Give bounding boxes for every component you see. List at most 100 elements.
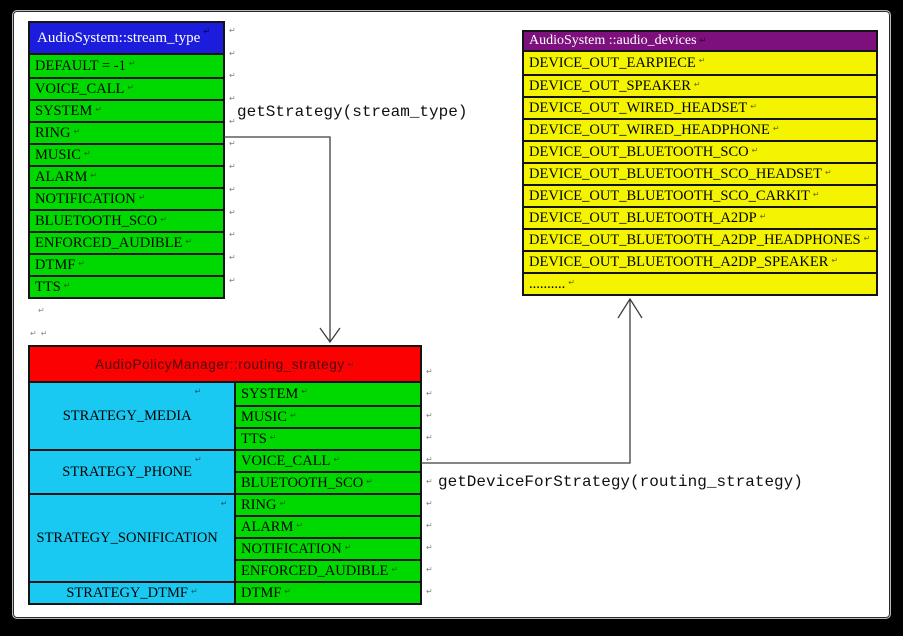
routing-strategy-table-header: AudioPolicyManager::routing_strategy ↵ — [30, 347, 420, 383]
stream-cell: NOTIFICATION↵ — [236, 537, 420, 559]
audio-device-row: DEVICE_OUT_WIRED_HEADPHONE↵ — [524, 118, 876, 140]
stream-type-row: ALARM↵ — [30, 165, 223, 187]
audio-device-row: DEVICE_OUT_BLUETOOTH_A2DP_SPEAKER↵ — [524, 250, 876, 272]
row-label: DEFAULT = -1 — [35, 57, 126, 74]
audio-device-row: DEVICE_OUT_BLUETOOTH_SCO_CARKIT↵ — [524, 184, 876, 206]
row-label: VOICE_CALL — [35, 80, 125, 97]
stream-cell: VOICE_CALL↵ — [236, 449, 420, 471]
paragraph-mark: ↵ — [391, 565, 399, 574]
audio-device-row: DEVICE_OUT_BLUETOOTH_A2DP_HEADPHONES↵ — [524, 228, 876, 250]
strategy-cell: STRATEGY_SONIFICATION↵ — [30, 493, 234, 581]
audio-device-row: DEVICE_OUT_SPEAKER↵ — [524, 74, 876, 96]
row-label: DEVICE_OUT_BLUETOOTH_SCO — [529, 143, 749, 160]
strategy-cell: STRATEGY_DTMF↵ — [30, 581, 234, 603]
paragraph-mark: ↵ — [824, 168, 832, 177]
stream-type-row: RING↵ — [30, 121, 223, 143]
row-label: DEVICE_OUT_WIRED_HEADSET — [529, 99, 748, 116]
paragraph-mark: ↵ — [289, 411, 297, 420]
row-label: MUSIC — [35, 146, 81, 163]
stream-column: SYSTEM↵ MUSIC↵ TTS↵ VOICE_CALL↵ BLUETOOT… — [236, 383, 420, 603]
stream-label: BLUETOOTH_SCO — [241, 474, 364, 491]
stream-type-row: MUSIC↵ — [30, 143, 223, 165]
stream-cell: ALARM↵ — [236, 515, 420, 537]
cell-end-mark: ↵ — [229, 139, 236, 149]
paragraph-mark: ↵ — [772, 124, 780, 133]
paragraph-mark: ↵ — [90, 171, 98, 180]
stream-cell: DTMF↵ — [236, 581, 420, 603]
row-label: RING — [35, 124, 71, 141]
cell-end-mark: ↵ — [229, 252, 236, 262]
cell-end-mark: ↵ — [229, 71, 236, 81]
stream-label: DTMF — [241, 584, 282, 601]
stream-cell: TTS↵ — [236, 427, 420, 449]
row-label: NOTIFICATION — [35, 190, 136, 207]
stream-cell: BLUETOOTH_SCO↵ — [236, 471, 420, 493]
stream-type-row: SYSTEM↵ — [30, 99, 223, 121]
audio-device-row: DEVICE_OUT_EARPIECE↵ — [524, 52, 876, 74]
paragraph-mark: ↵ — [63, 281, 71, 290]
row-label: DEVICE_OUT_WIRED_HEADPHONE — [529, 121, 770, 138]
audio-devices-table-header: AudioSystem ::audio_devices ↵ — [524, 32, 876, 52]
paragraph-mark: ↵ — [301, 387, 308, 396]
paragraph-mark: ↵ — [73, 127, 81, 136]
row-label: DEVICE_OUT_EARPIECE — [529, 54, 696, 71]
strategy-label: STRATEGY_SONIFICATION — [36, 529, 218, 546]
cell-end-mark: ↵ — [426, 389, 433, 398]
paragraph-mark: ↵ — [194, 387, 202, 396]
cell-end-mark: ↵ — [229, 162, 236, 172]
strategy-cell: STRATEGY_MEDIA↵ — [30, 383, 234, 449]
audio-device-row: DEVICE_OUT_WIRED_HEADSET↵ — [524, 96, 876, 118]
paragraph-mark: ↵ — [759, 212, 767, 221]
cell-end-mark: ↵ — [426, 367, 433, 376]
cell-end-marks-column: ↵↵↵↵↵↵↵↵↵↵↵↵ — [229, 26, 236, 298]
row-label: ALARM — [35, 168, 88, 185]
cell-end-mark: ↵ — [426, 565, 433, 574]
row-label: DTMF — [35, 256, 76, 273]
cell-end-mark: ↵ — [426, 411, 433, 420]
audio-device-row: ..........↵ — [524, 272, 876, 294]
paragraph-mark: ↵ — [190, 587, 198, 596]
audio-devices-title: AudioSystem ::audio_devices — [529, 33, 697, 48]
paragraph-mark: ↵ — [160, 215, 167, 224]
routing-strategy-body: STRATEGY_MEDIA↵ STRATEGY_PHONE↵ STRATEGY… — [30, 383, 420, 603]
stream-label: VOICE_CALL — [241, 452, 331, 469]
stream-type-table-header: AudioSystem::stream_type ↵ — [30, 23, 223, 55]
paragraph-mark: ↵ — [366, 477, 373, 486]
row-label: DEVICE_OUT_BLUETOOTH_A2DP_SPEAKER — [529, 253, 829, 270]
cell-end-mark: ↵ — [229, 230, 236, 240]
stream-type-row: DEFAULT = -1↵ — [30, 55, 223, 77]
stream-type-row: ENFORCED_AUDIBLE↵ — [30, 231, 223, 253]
cell-end-mark: ↵ — [426, 477, 433, 486]
paragraph-mark: ↵ — [831, 256, 839, 265]
stream-type-row: DTMF↵ — [30, 253, 223, 275]
stream-type-row: BLUETOOTH_SCO↵ — [30, 209, 223, 231]
cell-end-mark: ↵ — [426, 499, 433, 508]
cell-end-mark: ↵ — [229, 116, 236, 126]
stream-cell: SYSTEM↵ — [236, 383, 420, 405]
paragraph-mark: ↵ — [698, 56, 706, 65]
paragraph-mark: ↵ — [699, 36, 707, 45]
row-label: DEVICE_OUT_BLUETOOTH_A2DP — [529, 209, 757, 226]
audio-device-row: DEVICE_OUT_BLUETOOTH_SCO↵ — [524, 140, 876, 162]
row-label: TTS — [35, 278, 61, 295]
cell-end-mark: ↵ — [426, 587, 433, 596]
cell-end-mark: ↵ — [229, 184, 236, 194]
stream-label: SYSTEM — [241, 385, 299, 402]
paragraph-mark: ↵ — [78, 259, 85, 268]
row-label: SYSTEM — [35, 102, 93, 119]
stream-cell: RING↵ — [236, 493, 420, 515]
paragraph-mark: ↵ — [269, 433, 277, 442]
routing-strategy-table: AudioPolicyManager::routing_strategy ↵ S… — [28, 345, 422, 605]
cell-end-mark: ↵ — [229, 26, 236, 35]
cell-end-mark: ↵ — [229, 48, 236, 58]
audio-device-row: DEVICE_OUT_BLUETOOTH_SCO_HEADSET↵ — [524, 162, 876, 184]
paragraph-mark: ↵ — [333, 455, 341, 464]
stream-type-row: TTS↵ — [30, 275, 223, 297]
stream-type-row: NOTIFICATION↵ — [30, 187, 223, 209]
stream-type-row: VOICE_CALL↵ — [30, 77, 223, 99]
row-label: DEVICE_OUT_BLUETOOTH_SCO_HEADSET — [529, 165, 822, 182]
paragraph-mark: ↵ — [30, 329, 41, 338]
row-label: DEVICE_OUT_BLUETOOTH_A2DP_HEADPHONES — [529, 231, 861, 248]
stream-label: ENFORCED_AUDIBLE — [241, 562, 389, 579]
